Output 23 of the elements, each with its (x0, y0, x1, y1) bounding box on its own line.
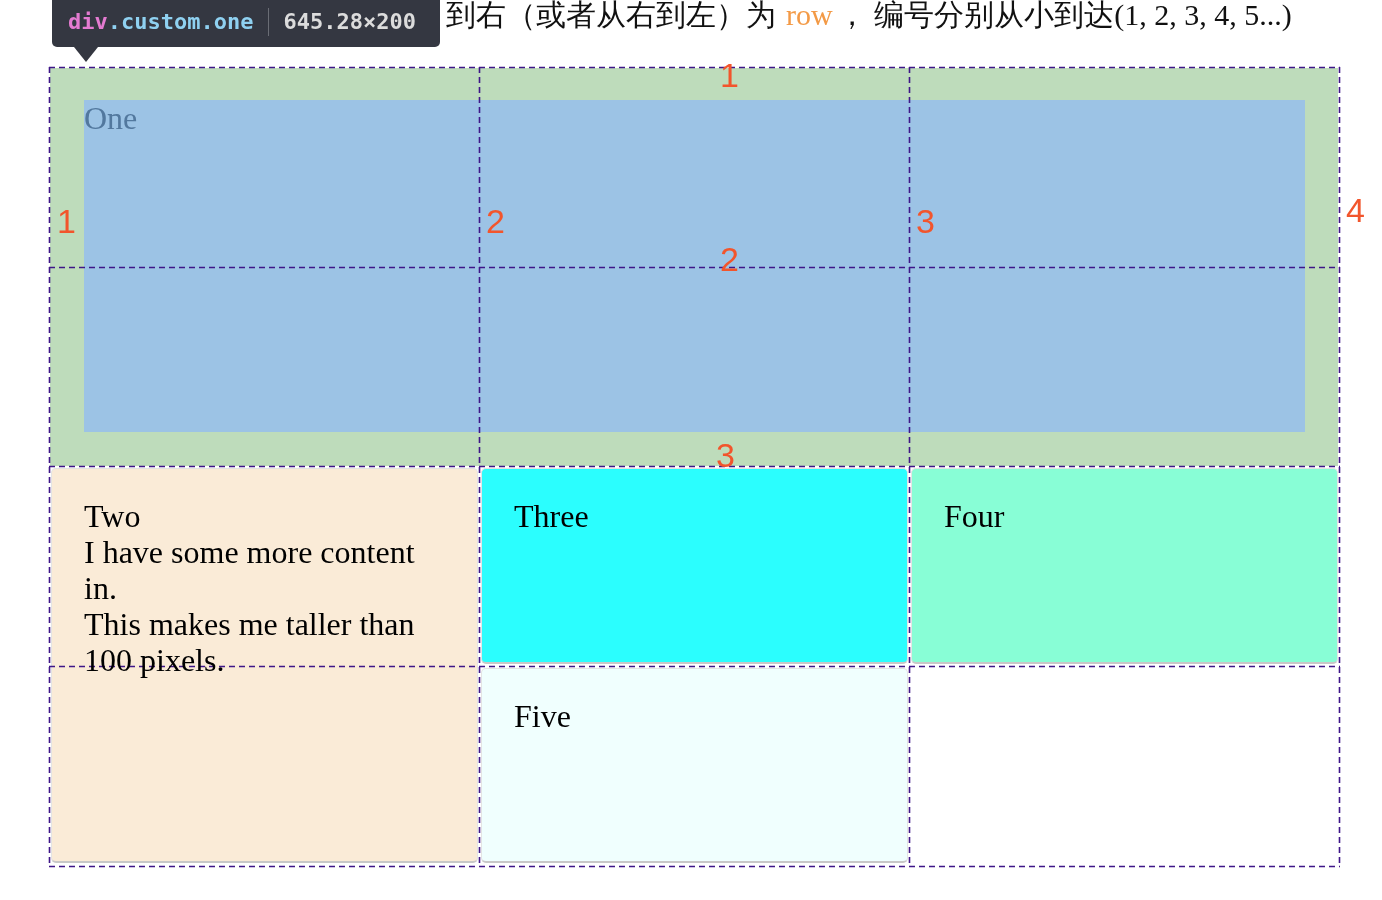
item-label: Three (514, 498, 590, 534)
item-label: Two (84, 498, 142, 534)
size-text: 645.28×200 (283, 9, 416, 34)
line-number: 3 (716, 438, 735, 472)
grid-item (481, 468, 908, 664)
line-number: 3 (916, 204, 935, 238)
grid-item (911, 468, 1338, 664)
line-number: 1 (720, 58, 739, 92)
code-word: row (786, 0, 833, 30)
class-text: .custom.one (107, 9, 254, 34)
line-number: 4 (1346, 193, 1365, 227)
line-number: 2 (486, 204, 505, 238)
note-text: ， 编号分别从小到达(1, 2, 3, 4, 5...) (836, 0, 1292, 30)
item-label: One (84, 100, 139, 136)
grid-item (51, 468, 478, 863)
tag-text: div (68, 9, 108, 34)
item-label: Five (514, 698, 572, 734)
note-text: 到右（或者从右到左）为 (446, 0, 776, 31)
grid-item (481, 668, 908, 863)
item-text: I have some more content in. (84, 534, 416, 606)
item-label: Four (944, 498, 1006, 534)
line-number: 2 (720, 242, 739, 276)
line-number: 1 (57, 204, 76, 238)
